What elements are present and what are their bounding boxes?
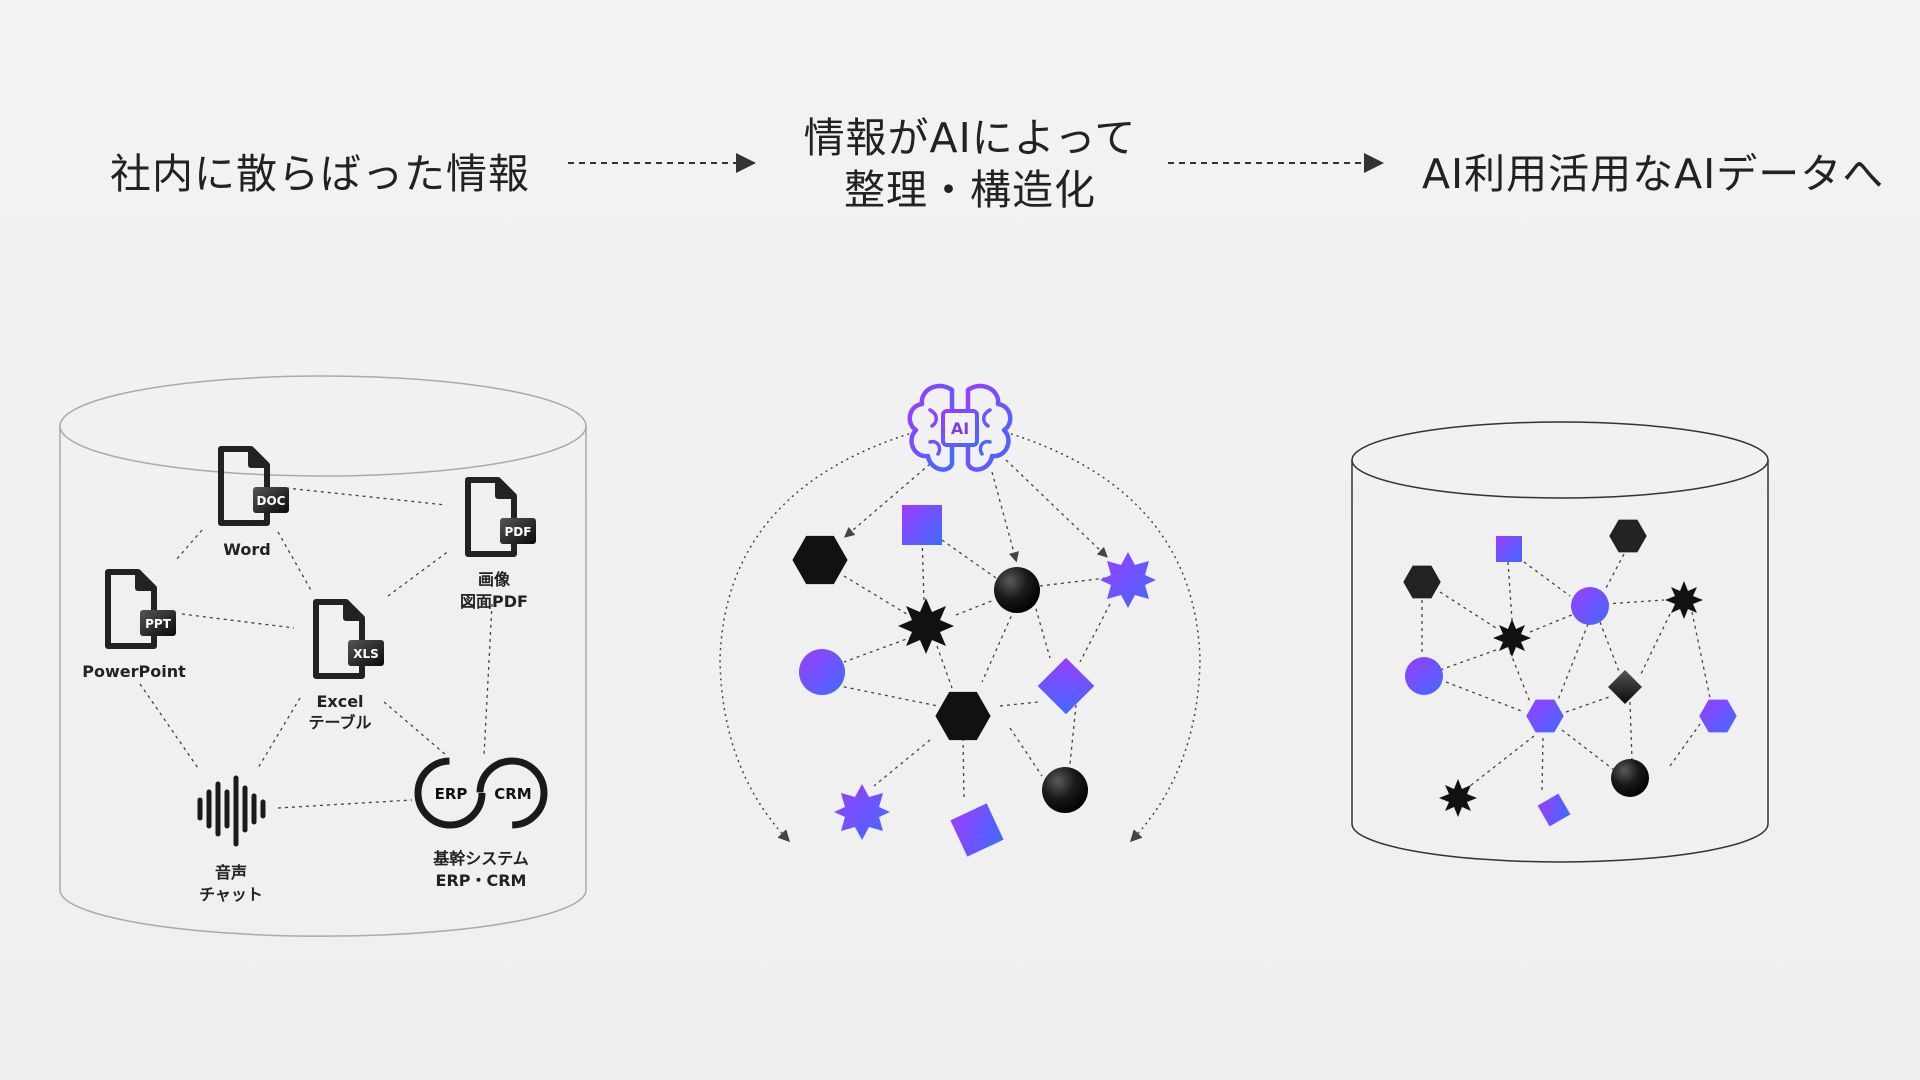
voice-label-line2: チャット bbox=[199, 885, 263, 904]
word-file-icon: DOC bbox=[221, 449, 289, 523]
node-hexagon bbox=[1699, 699, 1737, 733]
word-label: Word bbox=[223, 540, 270, 559]
ai-data-links bbox=[1421, 553, 1711, 793]
node-hexagon bbox=[792, 535, 848, 585]
node-circle bbox=[1042, 767, 1088, 813]
excel-label-line1: Excel bbox=[316, 692, 363, 711]
node-square bbox=[1496, 536, 1522, 562]
node-star bbox=[1439, 779, 1477, 817]
ppt-label: PowerPoint bbox=[82, 662, 186, 681]
node-star bbox=[1665, 581, 1703, 619]
node-square bbox=[1537, 793, 1571, 827]
node-circle bbox=[799, 649, 845, 695]
crm-ring-label: CRM bbox=[494, 785, 532, 803]
heading-scattered-info: 社内に散らばった情報 bbox=[110, 150, 530, 198]
node-square bbox=[950, 803, 1004, 857]
ai-chip-label: AI bbox=[951, 419, 969, 438]
heading-ai-structuring: 情報がAIによって 整理・構造化 bbox=[770, 112, 1170, 216]
source-cylinder bbox=[59, 375, 587, 937]
ppt-file-icon: PPT bbox=[108, 572, 176, 646]
ai-data-cylinder bbox=[1351, 421, 1769, 863]
heading-ai-ready-data: AI利用活用なAIデータへ bbox=[1422, 150, 1885, 198]
node-diamond bbox=[1608, 670, 1642, 704]
erp-crm-cycle-icon: ERP CRM bbox=[414, 757, 548, 829]
node-star bbox=[1100, 552, 1156, 608]
pdf-label-line2: 図面PDF bbox=[460, 592, 528, 611]
node-hexagon bbox=[1526, 699, 1564, 733]
erp-ring-label: ERP bbox=[435, 785, 468, 803]
erp-label-line1: 基幹システム bbox=[432, 849, 529, 868]
pdf-label-line1: 画像 bbox=[478, 570, 511, 589]
source-links bbox=[139, 487, 493, 809]
ai-arcs bbox=[719, 431, 1201, 843]
node-circle bbox=[1611, 759, 1649, 797]
brain-chip-icon: AI bbox=[907, 383, 1013, 472]
node-hexagon bbox=[935, 691, 991, 741]
excel-badge: XLS bbox=[353, 647, 379, 661]
excel-label-line2: テーブル bbox=[308, 713, 371, 732]
ai-links bbox=[829, 459, 1111, 801]
node-circle bbox=[994, 567, 1040, 613]
pdf-badge: PDF bbox=[505, 525, 532, 539]
ppt-badge: PPT bbox=[145, 617, 172, 631]
node-hexagon bbox=[1403, 565, 1441, 599]
node-diamond bbox=[1037, 657, 1095, 715]
heading-ai-structuring-line1: 情報がAIによって bbox=[803, 114, 1137, 162]
voice-label-line1: 音声 bbox=[215, 863, 247, 882]
node-circle bbox=[1405, 657, 1443, 695]
node-star bbox=[898, 598, 954, 654]
excel-file-icon: XLS bbox=[316, 602, 384, 676]
ai-data-nodes bbox=[1403, 519, 1737, 827]
node-star bbox=[1493, 619, 1531, 657]
node-square bbox=[902, 505, 942, 545]
ai-nodes bbox=[792, 505, 1156, 857]
node-star bbox=[834, 784, 890, 840]
heading-ai-structuring-line2: 整理・構造化 bbox=[844, 166, 1096, 214]
pdf-file-icon: PDF bbox=[468, 480, 536, 554]
node-hexagon bbox=[1609, 519, 1647, 553]
erp-label-line2: ERP・CRM bbox=[436, 871, 527, 890]
word-badge: DOC bbox=[257, 494, 286, 508]
node-circle bbox=[1571, 587, 1609, 625]
waveform-icon bbox=[197, 775, 266, 847]
